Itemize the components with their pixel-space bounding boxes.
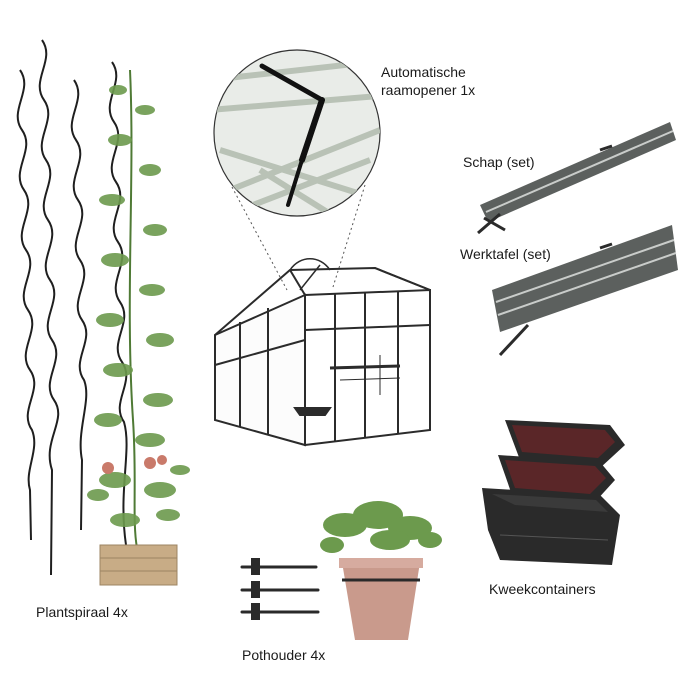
tomato-plant — [87, 69, 190, 549]
greenhouse — [214, 258, 431, 447]
grow-containers-label: Kweekcontainers — [489, 581, 596, 597]
shelf-set — [477, 122, 676, 235]
plant-spiral-2 — [38, 39, 60, 576]
workbench-set — [492, 225, 678, 357]
pot-holder-group — [240, 558, 320, 620]
shelf-label: Schap (set) — [463, 154, 535, 170]
potted-plant — [320, 501, 442, 640]
plant-spiral-group — [16, 39, 128, 576]
plant-spiral-4 — [108, 61, 128, 546]
grow-containers — [482, 420, 625, 565]
workbench-label: Werktafel (set) — [460, 246, 551, 262]
window-opener-label: Automatische raamopener 1x — [381, 64, 476, 98]
window-opener-zoom — [213, 49, 381, 291]
pot-holder-label: Pothouder 4x — [242, 647, 326, 663]
plant-spiral-label: Plantspiraal 4x — [36, 604, 128, 620]
plant-spiral-3 — [70, 79, 88, 531]
wooden-crate — [99, 544, 178, 586]
plant-spiral-1 — [16, 69, 36, 541]
